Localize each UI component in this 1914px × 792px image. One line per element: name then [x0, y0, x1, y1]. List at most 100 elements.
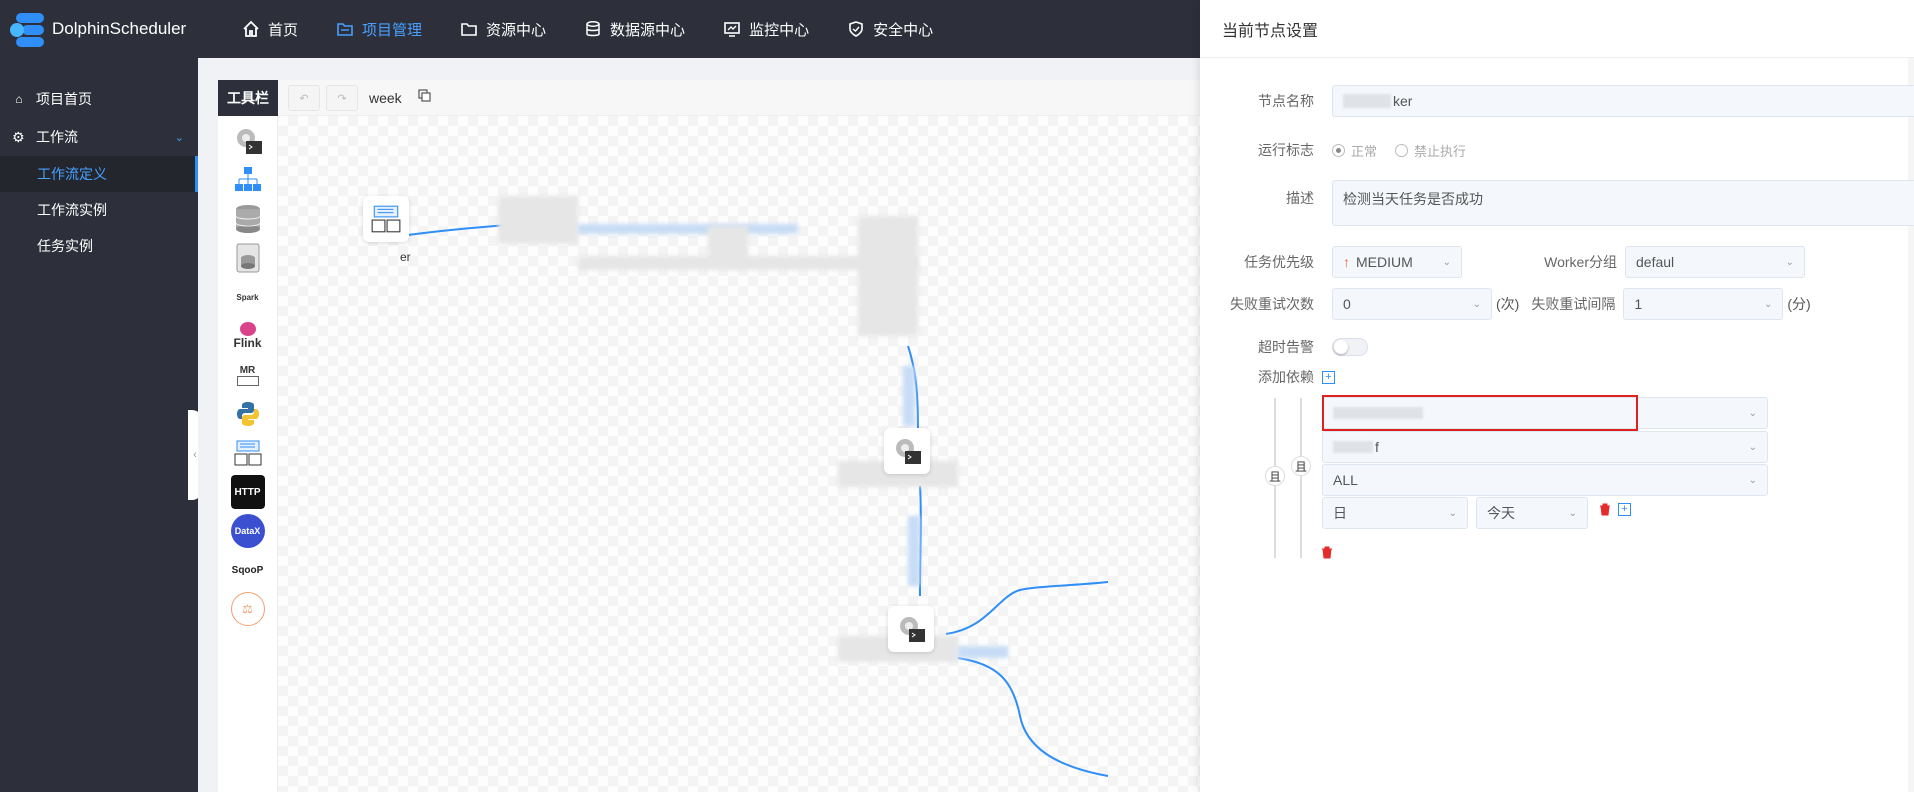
delete-dependency-group-trash-icon[interactable]: [1320, 545, 1334, 559]
app-name: DolphinScheduler: [52, 19, 187, 38]
main-nav: 首页 项目管理 资源中心 数据源中心 监控中心 安全中心: [242, 19, 971, 40]
dependency-project-select[interactable]: ⌄: [1322, 397, 1768, 429]
worker-group-label: Worker分组: [1544, 254, 1617, 270]
redo-button[interactable]: ↷: [326, 85, 358, 111]
dag-canvas[interactable]: er: [278, 116, 1200, 792]
dag-node-dependent[interactable]: [363, 196, 409, 242]
chevron-down-icon: ⌄: [1748, 407, 1757, 419]
palette-dependent-icon[interactable]: [231, 436, 265, 470]
palette-sql-icon[interactable]: [231, 241, 265, 275]
sidebar-item-workflow-instance[interactable]: 工作流实例: [37, 202, 107, 218]
dag-node-shell[interactable]: [884, 428, 930, 474]
home-icon: [242, 20, 260, 38]
chevron-down-icon: ⌄: [1785, 256, 1794, 268]
dependency-and-outer-badge[interactable]: 且: [1265, 466, 1285, 486]
retry-times-unit: (次): [1496, 296, 1520, 312]
sidebar-item-task-instance[interactable]: 任务实例: [37, 238, 93, 254]
gear-icon: ⚙: [12, 128, 25, 145]
drawer-title: 当前节点设置: [1200, 0, 1914, 58]
delete-dependency-item-trash-icon[interactable]: [1598, 502, 1612, 516]
palette-flink-icon[interactable]: Flink: [231, 319, 265, 353]
timeout-alarm-switch[interactable]: [1332, 338, 1368, 356]
dependency-workflow-select[interactable]: f ⌄: [1322, 431, 1768, 463]
dependency-date-select[interactable]: 今天 ⌄: [1476, 497, 1588, 529]
content-area: 工具栏 ↶ ↷ week Spark Flink MR: [198, 58, 1200, 792]
dependency-and-inner-badge[interactable]: 且: [1291, 456, 1311, 476]
retry-interval-select[interactable]: 1 ⌄: [1623, 288, 1784, 320]
priority-select[interactable]: ↑MEDIUM ⌄: [1332, 246, 1462, 278]
nav-project[interactable]: 项目管理: [336, 19, 422, 40]
chevron-down-icon: ⌄: [174, 131, 184, 144]
toolbar-label: 工具栏: [218, 80, 278, 116]
chevron-down-icon: ⌄: [1442, 256, 1451, 268]
arrow-up-icon: ↑: [1343, 254, 1350, 270]
node-name-label: 节点名称: [1258, 93, 1314, 109]
add-dependency-plus-icon[interactable]: +: [1322, 370, 1335, 384]
dependency-cycle-select[interactable]: 日 ⌄: [1322, 497, 1468, 529]
palette-mr-icon[interactable]: MR: [231, 358, 265, 392]
sidebar-item-project-home[interactable]: ⌂ 项目首页: [0, 80, 198, 118]
dolphin-logo-icon: [8, 9, 48, 49]
dag-node-shell-2[interactable]: [888, 606, 934, 652]
dependency-inner-line: [1300, 398, 1302, 558]
node-settings-drawer: 当前节点设置 节点名称 ker 运行标志 正常 禁止执行 描述 检测当天任务是否…: [1200, 0, 1914, 792]
nav-resource[interactable]: 资源中心: [460, 19, 546, 40]
run-flag-label: 运行标志: [1258, 142, 1314, 158]
run-flag-normal-radio[interactable]: [1332, 143, 1345, 157]
nav-security[interactable]: 安全中心: [847, 19, 933, 40]
palette-shell-icon[interactable]: [231, 124, 265, 158]
retry-times-select[interactable]: 0 ⌄: [1332, 288, 1492, 320]
drawer-scrollbar[interactable]: [1908, 58, 1914, 792]
logo[interactable]: DolphinScheduler: [0, 9, 200, 49]
retry-interval-label: 失败重试间隔: [1531, 296, 1616, 312]
description-label: 描述: [1286, 190, 1314, 206]
top-navbar: DolphinScheduler 首页 项目管理 资源中心 数据源中心 监控中心…: [0, 0, 1200, 58]
timeout-alarm-label: 超时告警: [1258, 339, 1314, 355]
redo-icon: ↷: [337, 92, 347, 105]
node-name-input[interactable]: ker: [1332, 85, 1914, 117]
nav-datasource[interactable]: 数据源中心: [584, 19, 685, 40]
palette-sub-process-icon[interactable]: [231, 163, 265, 197]
sidebar-group-workflow[interactable]: ⚙ 工作流 ⌄: [12, 128, 184, 146]
chevron-left-icon: ‹: [193, 449, 197, 461]
undo-button[interactable]: ↶: [288, 85, 320, 111]
undo-icon: ↶: [299, 92, 309, 105]
dependency-task-select[interactable]: ALL ⌄: [1322, 464, 1768, 496]
dag-edges: [407, 224, 1109, 777]
dependent-icon: [371, 205, 401, 233]
palette-datax-icon[interactable]: DataX: [230, 514, 265, 548]
run-flag-forbid-radio[interactable]: [1395, 143, 1409, 157]
worker-group-select[interactable]: defaul ⌄: [1625, 246, 1805, 278]
sidebar-item-workflow-definition[interactable]: 工作流定义: [0, 156, 198, 192]
retry-interval-unit: (分): [1787, 296, 1811, 312]
sidebar: ⌂ 项目首页 ⚙ 工作流 ⌄ 工作流定义 工作流实例 任务实例: [0, 58, 198, 792]
task-palette: Spark Flink MR HTTP DataX SqooP ⚖: [218, 116, 278, 792]
priority-label: 任务优先级: [1244, 254, 1314, 270]
chevron-down-icon: ⌄: [1763, 298, 1773, 310]
workflow-name: week: [369, 90, 402, 106]
folder-icon: [460, 20, 478, 38]
chevron-down-icon: ⌄: [1448, 507, 1457, 519]
home-icon: ⌂: [15, 92, 23, 106]
description-textarea[interactable]: 检测当天任务是否成功: [1332, 180, 1914, 226]
palette-procedure-icon[interactable]: [231, 202, 265, 236]
palette-spark-icon[interactable]: Spark: [236, 292, 259, 302]
shield-icon: [847, 20, 865, 38]
palette-conditions-icon[interactable]: ⚖: [230, 592, 265, 626]
retry-times-label: 失败重试次数: [1230, 296, 1314, 312]
chevron-down-icon: ⌄: [1568, 507, 1577, 519]
shell-icon: [896, 439, 921, 464]
add-dependency-item-plus-icon[interactable]: +: [1618, 503, 1631, 516]
palette-python-icon[interactable]: [231, 397, 265, 431]
palette-http-icon[interactable]: HTTP: [230, 475, 265, 509]
dag-toolbar: [278, 80, 1200, 116]
chevron-down-icon: ⌄: [1748, 474, 1757, 486]
palette-sqoop-icon[interactable]: SqooP: [231, 564, 264, 576]
dag-workspace: 工具栏 ↶ ↷ week Spark Flink MR: [218, 80, 1200, 792]
nav-home[interactable]: 首页: [242, 19, 298, 40]
dag-node-label: er: [400, 250, 411, 264]
copy-icon[interactable]: [418, 89, 432, 103]
nav-monitor[interactable]: 监控中心: [723, 19, 809, 40]
database-icon: [584, 20, 602, 38]
project-icon: [336, 20, 354, 38]
